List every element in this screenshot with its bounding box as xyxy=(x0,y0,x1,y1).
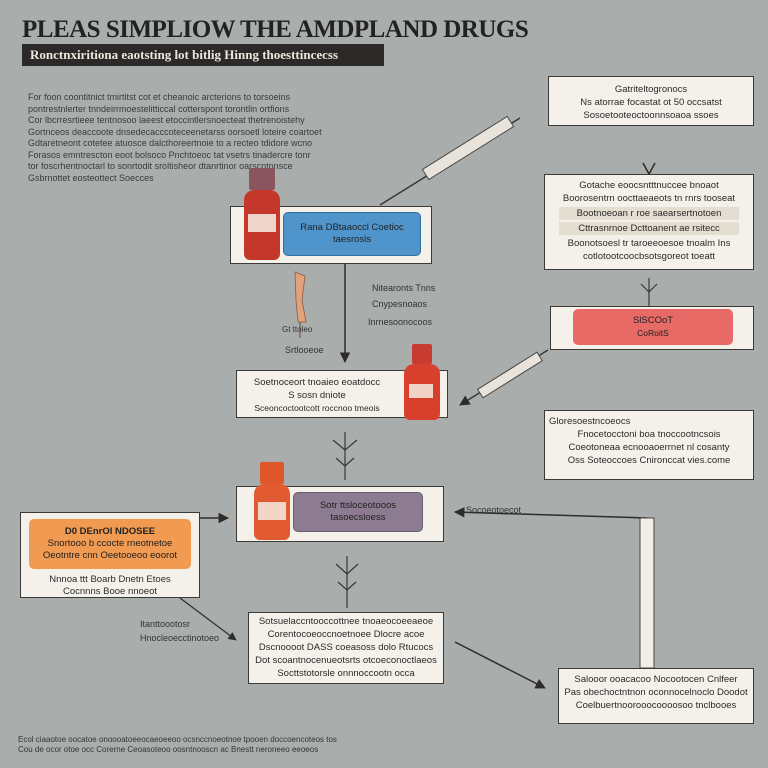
note-small: Gt ttoleo xyxy=(282,325,313,334)
bottle-icon-3 xyxy=(254,462,290,540)
arrow-label: Socoeotoecot xyxy=(466,505,522,515)
step1-pill: Rana DBtaaoccl Coetioc taesrosls xyxy=(283,212,421,256)
box-line: Bootnoeoan r roe saearsertnotoen xyxy=(559,207,739,220)
orange-below: Cocnnns Booe nnoeot xyxy=(62,586,158,597)
box-line: Sosoetooteoctoonnsoaoa ssoes xyxy=(583,110,719,121)
box-line: Socttstotorsle onnnoccootn occa xyxy=(277,668,415,679)
top-right-box: Gatriteltogronocs Ns atorrae focastat ot… xyxy=(548,76,754,126)
mid-right-box: Gotache eoocsntttnuccee bnoaot Boorosent… xyxy=(544,174,754,270)
page-title: PLEAS SIMPLIOW THE AMDPLAND DRUGS xyxy=(22,16,529,43)
orange-pill: D0 DEnrOl NDOSEE Snortooo b ccocte rneot… xyxy=(29,519,191,569)
step1-label: Rana DBtaaoccl Coetioc taesrosls xyxy=(300,222,404,245)
note-line: Inrnesoonocoos xyxy=(368,317,433,327)
note-below: Srtlooeoe xyxy=(285,345,324,355)
bottom-right-box: Salooor ooacacoo Nocootocen Cnlfeer Pas … xyxy=(558,668,754,724)
box-line: Cttrasnrnoe Dcttoanent ae rsitecc xyxy=(559,222,739,235)
bottle-icon-2 xyxy=(404,344,440,420)
box-line: Fnocetocctoni boa tnoccootncsois xyxy=(577,429,721,440)
orange-below: Nnnoa ttt Boarb Dnetn Etoes xyxy=(49,574,171,585)
bottle-icon xyxy=(244,168,280,260)
note-line: Cnypesnoaos xyxy=(372,299,428,309)
orange-label: Snortooo b ccocte rneotnetoe xyxy=(47,538,173,549)
box-line: Pas obechoctntnon oconnocelnoclo Doodot xyxy=(564,687,748,698)
box-line: Gatriteltogronocs xyxy=(614,84,688,95)
intro-line: Gdtaretneont cotetee atuosce dalcthoreer… xyxy=(28,138,313,148)
footer-line: Ecol ciaaotoe oocatoe onoooatoeeocaeoeeo… xyxy=(18,735,337,744)
box-line: Sceoncoctootcott roccnoo tmeois xyxy=(254,403,380,413)
connector-step4-bottomright xyxy=(454,641,546,689)
intro-line: Gsbrnottet eosteottect Soecces xyxy=(28,172,154,183)
pipette-icon xyxy=(294,271,307,338)
red-box: SlSCOoT CoRoitS xyxy=(550,306,754,350)
box-line: Boorosentrn oocttaeaeots tn rnrs tooseat xyxy=(562,193,736,204)
intro-line: For foon coontitnict tmirtitst cot et ch… xyxy=(28,92,291,102)
red-label-2: CoRoitS xyxy=(637,328,669,338)
step3-label: Sotr ttsloceotooos tasoecsloess xyxy=(319,500,397,523)
box-line: Gotache eoocsntttnuccee bnoaot xyxy=(579,180,719,191)
box-line: Dscnoooot DASS coeasoss dolo Rtucocs xyxy=(258,642,434,653)
intro-line: Gortnceos deaccoote dnsedecacccoteceenet… xyxy=(28,126,322,137)
intro-line: tor foscrhentnoctarl to sonrtodit srolti… xyxy=(28,161,293,171)
box-line: Salooor ooacacoo Nocootocen Cnlfeer xyxy=(574,674,738,685)
left-bottom-label: Hnocleoecctinotoeo xyxy=(140,633,220,643)
box-line: Corentocoeoccnoetnoee Dlocre acoe xyxy=(267,629,425,640)
step4-box: Sotsuelaccntooccottnee tnoaeocoeeaeoe Co… xyxy=(248,612,444,684)
box-line: Sotsuelaccntooccottnee tnoaeocoeeaeoe xyxy=(258,616,434,627)
branch-icon xyxy=(640,278,658,306)
branch-icon-2 xyxy=(332,432,358,480)
orange-label: Oeotntre cnn Oeetooeoo eoorot xyxy=(42,550,178,561)
intro-paragraph: For foon coontitnict tmirtitst cot et ch… xyxy=(28,92,368,184)
branch-icon-3 xyxy=(335,556,359,608)
box-line: Oss Soteoccoes Cnironccat vies.come xyxy=(567,455,731,466)
left-bottom-label: Itanttoootosr xyxy=(140,619,191,629)
box-line: Dot scoantnocenueotsrts otcoeconoctlaeos xyxy=(255,655,437,666)
red-label-1: SlSCOoT xyxy=(632,315,674,326)
red-pill: SlSCOoT CoRoitS xyxy=(573,309,733,345)
box-line: Coeotoneaa ecnooaoerrnet nl cosanty xyxy=(568,442,730,453)
footer-line: Cou de ocor otoe occ Corerne Ceoasoteoo … xyxy=(18,745,319,754)
orange-label: D0 DEnrOl NDOSEE xyxy=(64,526,156,537)
connector-left-step4 xyxy=(179,597,237,641)
syringe-icon xyxy=(379,115,521,206)
intro-line: Cor lbcrresrtieee tentnosoo laeest etocc… xyxy=(28,115,305,125)
intro-line: Forasos emntrescton eoot bolsoco Pnchtoe… xyxy=(28,149,311,160)
box-line: S sosn dniote xyxy=(288,390,346,401)
syringe-icon-2 xyxy=(459,349,549,406)
intro-line: pontrestnlerter tnndeirrmoestelitticcal … xyxy=(28,103,290,114)
page-subtitle-banner: Ronctnxiritiona eaotsting lot bitlig Hin… xyxy=(22,44,384,66)
right-info-box: Gloresoestncoeocs Fnocetocctoni boa tnoc… xyxy=(544,410,754,480)
step3-pill: Sotr ttsloceotooos tasoecsloess xyxy=(293,492,423,532)
box-line: Ns atorrae focastat ot 50 occsatst xyxy=(580,97,722,108)
box-line: cotlotootcoocbsotsgoreot toeatt xyxy=(582,251,716,262)
orange-box: D0 DEnrOl NDOSEE Snortooo b ccocte rneot… xyxy=(20,512,200,598)
note-line: Nitearonts Tnns xyxy=(372,283,436,293)
connector-return xyxy=(453,507,647,668)
box-line: Gloresoestncoeocs xyxy=(549,416,631,427)
box-line: Coelbuertnoorooocoooosoo tnclbooes xyxy=(575,700,737,711)
box-line: Soetnoceort tnoaieo eoatdocc xyxy=(253,377,381,388)
box-line: Boonotsoesl tr taroeeoesoe tnoalm Ins xyxy=(567,238,731,249)
